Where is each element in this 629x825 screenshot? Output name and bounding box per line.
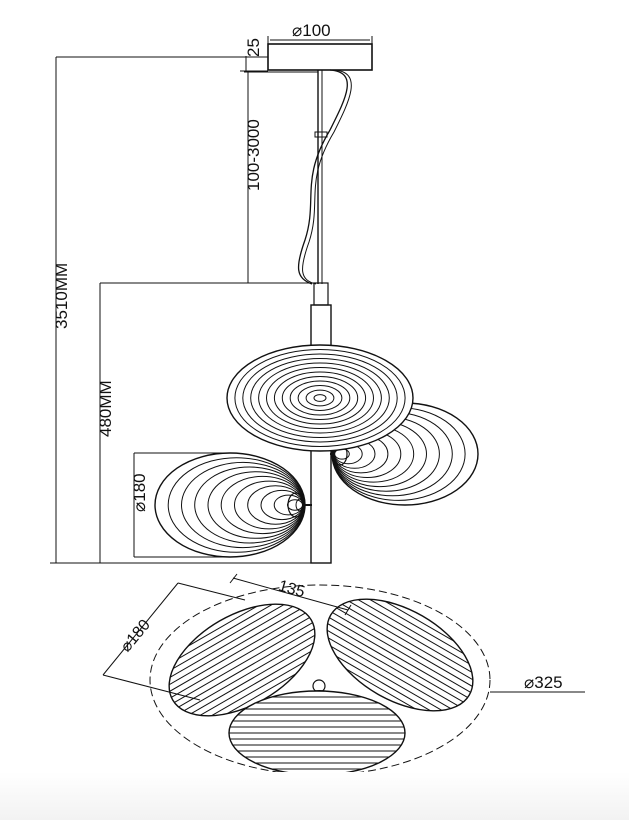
shade-rib xyxy=(331,611,472,693)
disc-ring xyxy=(281,376,359,420)
shade-rib xyxy=(322,627,463,709)
shade-rib xyxy=(167,611,308,693)
front-shade-bottom xyxy=(228,690,406,776)
shade-diameter-dimension xyxy=(133,452,230,558)
canopy-height-dimension xyxy=(240,56,268,72)
disc-ring xyxy=(242,353,398,443)
disc-ring xyxy=(305,389,335,407)
shade-rib xyxy=(173,622,314,704)
shade-rib xyxy=(319,632,460,714)
shade-rib xyxy=(325,622,466,704)
arm-spacing-dimension xyxy=(229,573,352,616)
shade-rib xyxy=(188,648,329,730)
shade-rib xyxy=(170,616,311,698)
suspension-cable xyxy=(297,69,352,285)
shade-rib xyxy=(161,601,302,683)
shade-ring xyxy=(220,475,305,535)
canopy-height-label: 25 xyxy=(244,38,263,57)
left-shade-bottom xyxy=(152,585,332,735)
bottom-fade xyxy=(0,772,629,820)
side-shade-diameter-label: ⌀180 xyxy=(130,473,149,512)
canopy xyxy=(267,36,373,71)
bottom-shade-diameter-label: ⌀180 xyxy=(118,617,154,656)
body-height-label: 480MM xyxy=(96,380,115,437)
shade-ring xyxy=(234,480,304,530)
disc-ring xyxy=(266,367,374,429)
shade-rib xyxy=(316,637,457,719)
front-shade-disc xyxy=(226,344,414,452)
shade-rib xyxy=(337,601,478,683)
shade-rib xyxy=(328,617,469,699)
shade-rib xyxy=(155,590,296,672)
shade-ring xyxy=(287,499,303,511)
shade-rib xyxy=(343,591,484,673)
shade-ring xyxy=(207,471,305,539)
shade-rib xyxy=(182,637,323,719)
cable-length-label: 100-3000 xyxy=(244,119,263,191)
shade-rib xyxy=(164,606,305,688)
shade-ring xyxy=(167,457,305,553)
disc-ring xyxy=(313,394,327,402)
left-shade-side xyxy=(154,452,312,558)
shade-rib xyxy=(340,596,481,678)
shade-rib xyxy=(158,596,299,678)
bottom-shade-diameter-dimension xyxy=(102,582,246,701)
shade-rib xyxy=(176,627,317,709)
cable-length-dimension xyxy=(244,71,318,283)
shade-rib xyxy=(334,606,475,688)
shade-rib xyxy=(313,643,454,725)
overall-diameter-label: ⌀325 xyxy=(524,673,563,692)
canopy-diameter-label: ⌀100 xyxy=(292,21,331,40)
shade-rib xyxy=(346,585,487,667)
shade-ring xyxy=(260,489,304,521)
disc-ring xyxy=(250,358,390,438)
disc-ring xyxy=(289,380,351,416)
shade-rib xyxy=(179,632,320,714)
disc-ring xyxy=(234,349,406,447)
total-height-dimension xyxy=(50,56,312,564)
arm-spacing-label: 135 xyxy=(276,577,306,601)
disc-ring xyxy=(297,385,343,411)
shade-rib xyxy=(185,642,326,724)
total-height-label: 3510MM xyxy=(52,263,71,329)
bottom-view xyxy=(102,573,585,776)
shade-ring xyxy=(181,461,305,549)
disc-ring xyxy=(273,371,367,425)
body-height-dimension xyxy=(99,282,318,563)
disc-ring xyxy=(258,362,382,434)
